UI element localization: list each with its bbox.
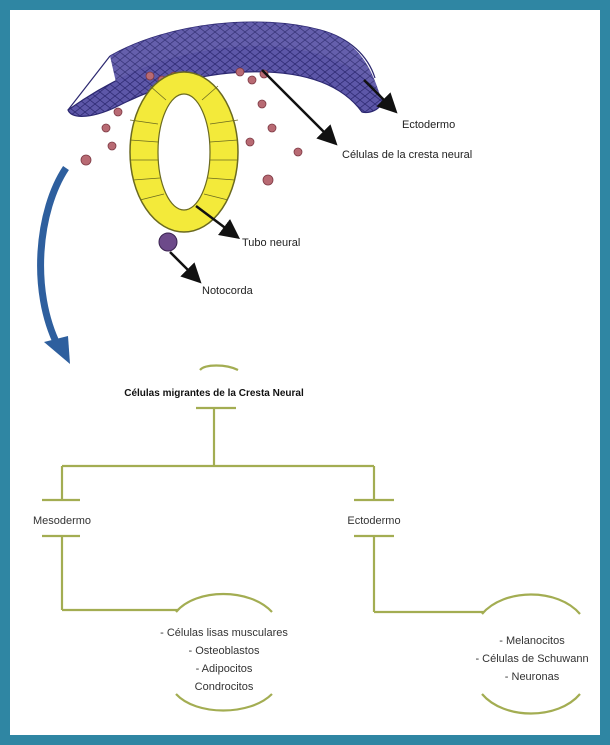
neural-tube bbox=[130, 72, 238, 232]
mesodermo-label: Mesodermo bbox=[33, 515, 91, 527]
ectodermo-item-1: - Melanocitos bbox=[499, 635, 565, 647]
mesodermo-item-2: - Osteoblastos bbox=[189, 645, 260, 657]
ectodermo-item-2: - Células de Schuwann bbox=[475, 653, 588, 665]
mesodermo-item-4: Condrocitos bbox=[195, 681, 254, 693]
ectodermo-item-3: - Neuronas bbox=[505, 671, 560, 683]
branch-mesodermo: Mesodermo - Células lisas musculares - O… bbox=[33, 466, 288, 711]
migration-arrow bbox=[41, 168, 70, 364]
mesodermo-item-1: - Células lisas musculares bbox=[160, 627, 288, 639]
ectodermo-branch-label: Ectodermo bbox=[347, 515, 400, 527]
label-ectodermo: Ectodermo bbox=[402, 119, 455, 131]
tree-root: Células migrantes de la Cresta Neural bbox=[62, 366, 374, 467]
label-tubo-neural: Tubo neural bbox=[242, 237, 300, 249]
mesodermo-item-3: - Adipocitos bbox=[196, 663, 253, 675]
label-celulas-cresta: Células de la cresta neural bbox=[342, 149, 472, 161]
root-label: Células migrantes de la Cresta Neural bbox=[124, 388, 304, 399]
label-notocorda: Notocorda bbox=[202, 285, 254, 297]
branch-ectodermo: Ectodermo - Melanocitos - Células de Sch… bbox=[347, 466, 588, 714]
notochord bbox=[159, 233, 177, 251]
